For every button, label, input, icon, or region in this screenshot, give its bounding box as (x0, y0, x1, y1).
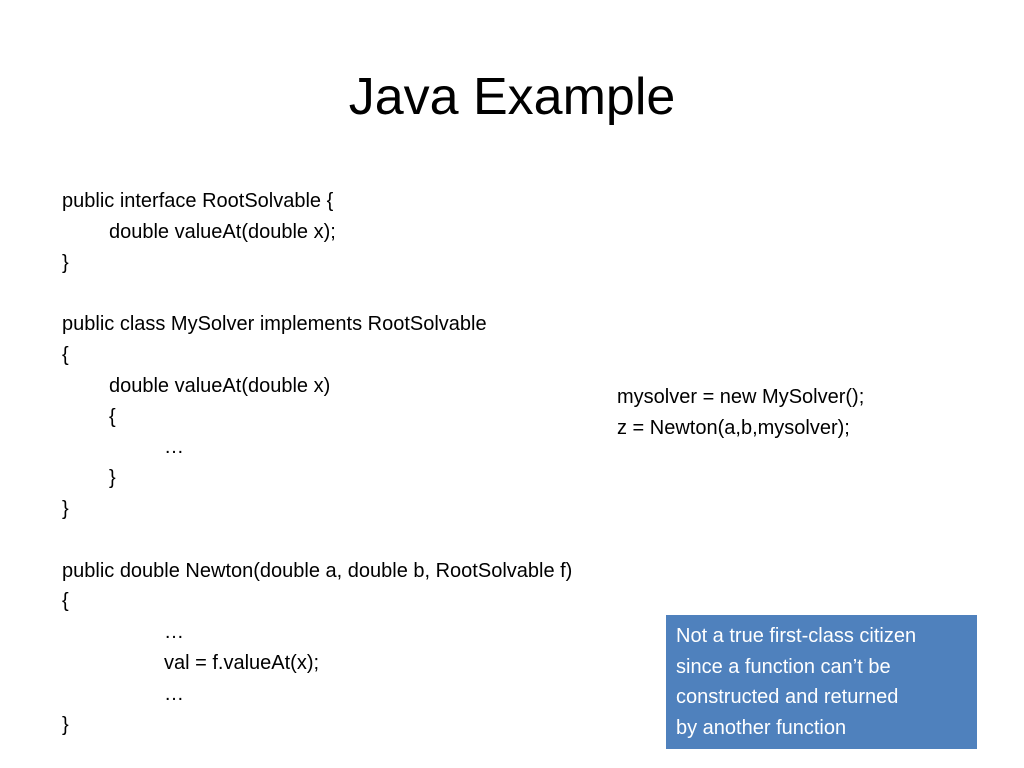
code-line: } (62, 251, 69, 274)
code-line: { (62, 343, 69, 366)
code-line: { (109, 405, 116, 428)
code-line: double valueAt(double x); (109, 220, 336, 243)
code-line: val = f.valueAt(x); (164, 651, 320, 674)
callout-text-line: constructed and returned (676, 686, 899, 708)
code-line: public class MySolver implements RootSol… (62, 313, 487, 336)
code-line: } (109, 467, 116, 490)
code-line: mysolver = new MySolver(); (617, 386, 865, 408)
slide-title: Java Example (348, 68, 676, 126)
callout-text-line: Not a true first-class citizen (676, 625, 917, 647)
code-line: public interface RootSolvable { (62, 190, 334, 212)
code-line: } (62, 713, 69, 736)
code-line: … (164, 621, 184, 644)
usage-code-block: mysolver = new MySolver(); z = Newton(a,… (617, 382, 997, 443)
code-line: z = Newton(a,b,mysolver); (617, 416, 850, 439)
code-line: … (164, 436, 184, 459)
callout-text-line: since a function can’t be (676, 655, 891, 678)
code-line: { (62, 590, 69, 613)
blank-line (62, 278, 702, 309)
code-line: … (164, 682, 184, 705)
code-line: double valueAt(double x) (109, 374, 331, 397)
callout-note: Not a true first-class citizen since a f… (666, 615, 977, 749)
blank-line (62, 525, 702, 556)
code-line: } (62, 497, 69, 520)
callout-text-line: by another function (676, 716, 847, 739)
main-code-block: public interface RootSolvable { double v… (62, 186, 702, 740)
code-line: public double Newton(double a, double b,… (62, 559, 573, 582)
